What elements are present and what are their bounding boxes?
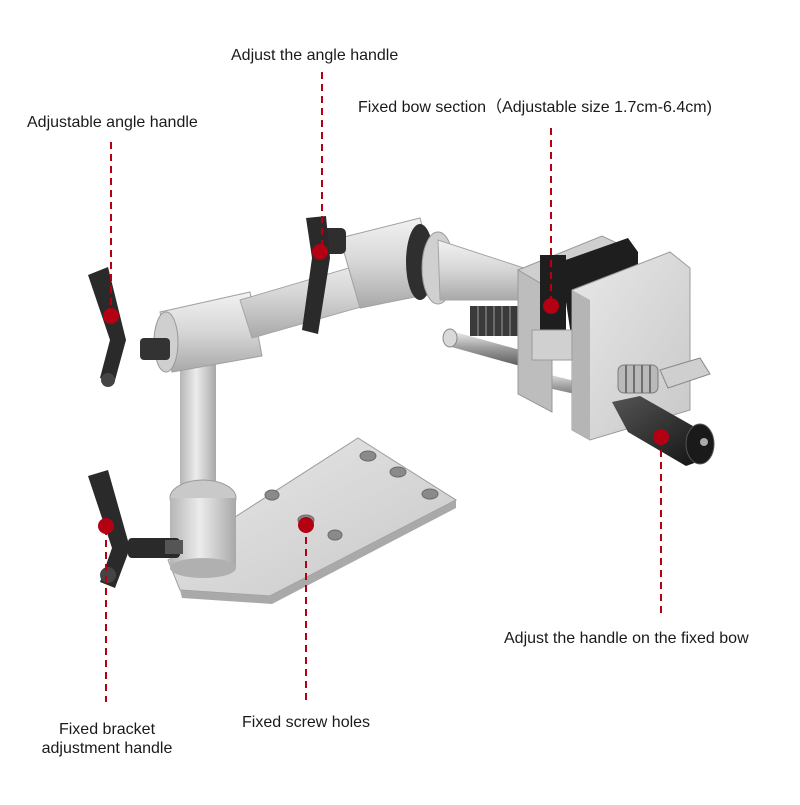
bow-handle-part <box>612 357 715 466</box>
red-dot-marker-icon <box>98 518 114 534</box>
label-fixed-bracket-line2: adjustment handle <box>41 740 173 757</box>
horizontal-arm <box>239 217 531 339</box>
screw-holes <box>264 450 439 541</box>
label-fixed-bow-section: Fixed bow section（Adjustable size 1.7cm-… <box>358 99 712 116</box>
leader-lines <box>105 72 662 702</box>
label-fixed-bracket: Fixed bracket adjustment handle <box>22 720 192 758</box>
red-dot-marker-icon <box>543 298 559 314</box>
red-dot-marker-icon <box>298 517 314 533</box>
base-plate <box>167 437 458 604</box>
adjustable-angle-handle-part <box>88 267 170 387</box>
red-dot-marker-icon <box>653 429 669 445</box>
label-adjust-angle-handle: Adjust the angle handle <box>231 47 399 64</box>
label-adjust-handle-fixed-bow: Adjust the handle on the fixed bow <box>504 630 749 647</box>
label-fixed-screw-holes: Fixed screw holes <box>242 714 371 731</box>
vertical-post <box>169 365 237 578</box>
red-dot-marker-icon <box>103 308 119 324</box>
label-adjustable-angle-handle: Adjustable angle handle <box>27 114 198 131</box>
clamp-jaws <box>516 235 691 441</box>
markers <box>98 244 669 534</box>
red-dot-marker-icon <box>312 244 328 260</box>
label-fixed-bracket-line1: Fixed bracket <box>58 721 156 738</box>
